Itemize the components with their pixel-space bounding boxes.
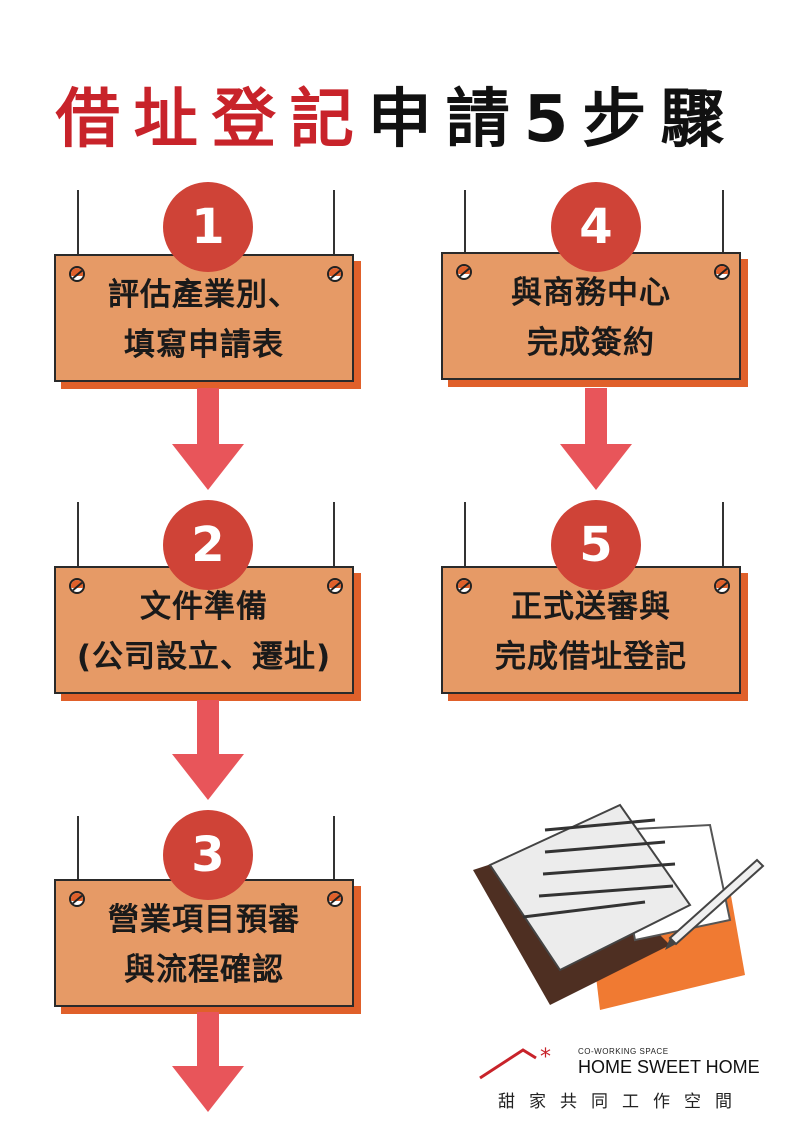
svg-text:*: * [540, 1045, 551, 1070]
hanging-string [464, 502, 466, 582]
hanging-string [333, 816, 335, 896]
down-arrow-icon [172, 1012, 244, 1112]
pin-icon [714, 578, 730, 594]
step-3-number: 3 [163, 810, 253, 900]
pin-icon [327, 891, 343, 907]
hanging-string [77, 190, 79, 270]
page-title: 借址登記申請5步驟 [0, 88, 794, 152]
down-arrow-icon [172, 388, 244, 490]
brand-chinese-name: 甜家共同工作空間 [498, 1092, 746, 1112]
step-1-line2: 填寫申請表 [124, 327, 284, 363]
step-4-number: 4 [551, 182, 641, 272]
step-3-line1: 營業項目預審 [108, 902, 300, 939]
down-arrow-icon [560, 388, 632, 490]
pin-icon [327, 266, 343, 282]
documents-illustration [473, 803, 765, 1010]
down-arrow-icon [172, 700, 244, 800]
brand-logo: * CO-WORKING SPACE HOME SWEET HOME 甜家共同工… [478, 1040, 778, 1115]
pin-icon [327, 578, 343, 594]
step-4-line2: 完成簽約 [527, 325, 655, 361]
brand-tagline: CO-WORKING SPACE [578, 1047, 669, 1056]
step-5-line2: 完成借址登記 [495, 639, 687, 675]
hanging-string [333, 190, 335, 270]
pin-icon [456, 578, 472, 594]
step-2-number: 2 [163, 500, 253, 590]
step-5-number: 5 [551, 500, 641, 590]
pin-icon [714, 264, 730, 280]
hanging-string [77, 502, 79, 582]
pin-icon [69, 266, 85, 282]
step-3-line2: 與流程確認 [124, 952, 284, 988]
step-1-sign: 評估產業別、 填寫申請表 [54, 254, 354, 382]
step-1-number: 1 [163, 182, 253, 272]
step-2-line2: (公司設立、遷址) [76, 639, 332, 675]
pin-icon [69, 578, 85, 594]
hanging-string [333, 502, 335, 582]
pin-icon [69, 891, 85, 907]
hanging-string [722, 502, 724, 582]
house-roof-icon: * [479, 1045, 551, 1080]
step-4-sign: 與商務中心 完成簽約 [441, 252, 741, 380]
hanging-string [464, 190, 466, 270]
hanging-string [77, 816, 79, 896]
title-red: 借址登記 [55, 83, 368, 157]
title-black: 申請5步驟 [367, 83, 739, 157]
brand-name: HOME SWEET HOME [578, 1057, 760, 1077]
step-4-line1: 與商務中心 [511, 275, 671, 312]
hanging-string [722, 190, 724, 270]
step-1-line1: 評估產業別、 [108, 277, 300, 314]
step-3-sign: 營業項目預審 與流程確認 [54, 879, 354, 1007]
pin-icon [456, 264, 472, 280]
step-5-line1: 正式送審與 [511, 589, 671, 626]
step-2-line1: 文件準備 [140, 589, 268, 626]
